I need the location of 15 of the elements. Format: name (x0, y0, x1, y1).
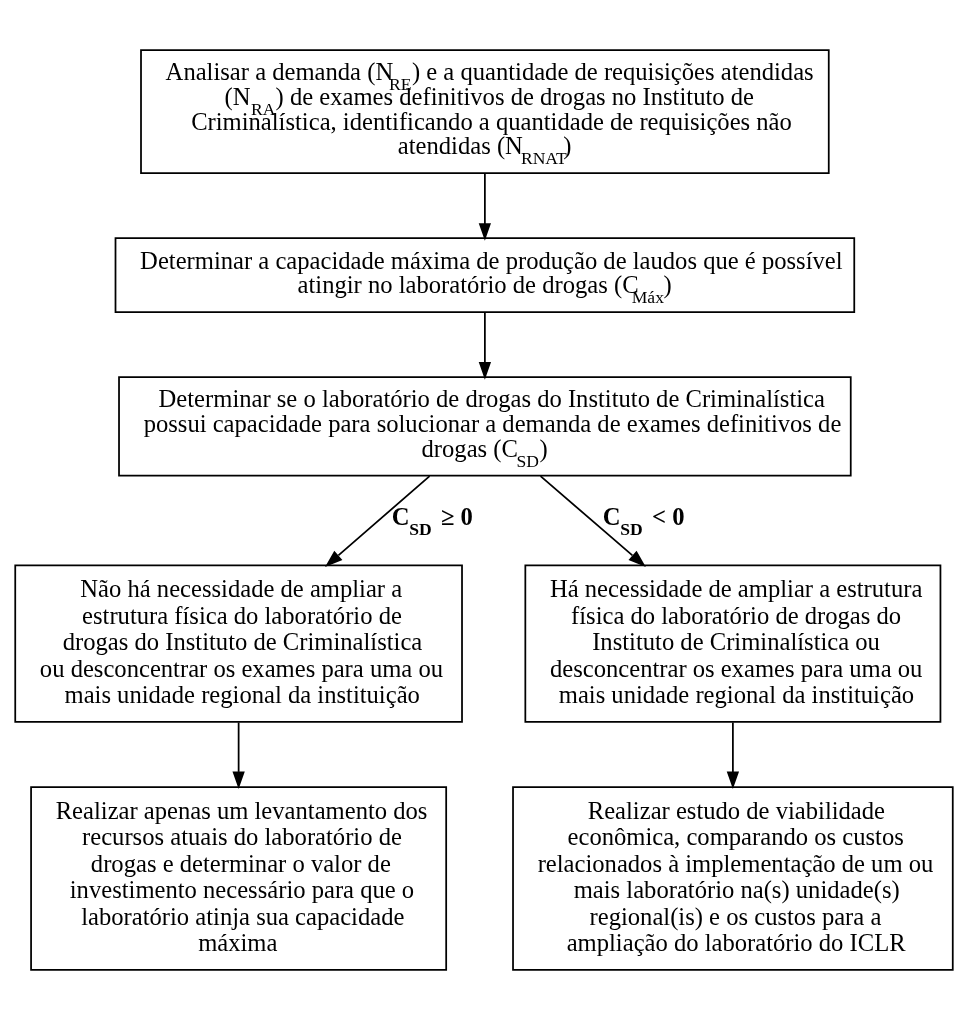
arrow (478, 311, 492, 380)
arrow (232, 721, 245, 790)
arrow (325, 475, 431, 567)
node-box: Realizar estudo de viabilidade econômica, comparando os custos relacionados à implementação de um ou mais laboratório na(s) unidade(s) regional(is) e os custos para a ampliação do laboratório do ICLR (512, 786, 954, 971)
node-box: Determinar a capacidade máxima de produção de laudos que é possível atingir no laboratório de drogas (C$_{Máx}$) (114, 237, 856, 313)
node-box: Analisar a demanda (N$_{RE}$) e a quantidade de requisições atendidas (N$_{RA}$) de exames definitivos de drogas no Instituto de Criminalística, identificando a quantidade de requisições não atendidas (N$_{RNAT}$) (140, 49, 830, 175)
arrow (478, 172, 492, 241)
arrow (726, 721, 740, 790)
edge-label: C$_{SD}$ < 0 (602, 503, 685, 540)
arrow (539, 475, 646, 567)
node-box: Não há necessidade de ampliar a estrutura física do laboratório de drogas do Instituto de Criminalística ou desconcentrar os exames para uma ou mais unidade regional da instituição (14, 564, 463, 723)
edge-label: C$_{SD}$ ≥ 0 (391, 503, 473, 540)
node-box: Realizar apenas um levantamento dos recursos atuais do laboratório de drogas e determinar o valor de investimento necessário para que o laboratório atinja sua capacidade máxima (30, 786, 448, 971)
node-box: Há necessidade de ampliar a estrutura física do laboratório de drogas do Instituto de Criminalística ou desconcentrar os exames para uma ou mais unidade regional da instituição (524, 564, 942, 723)
node-box: Determinar se o laboratório de drogas do Instituto de Criminalística possui capacidade para solucionar a demanda de exames definitivos de drogas (C$_{SD}$) (118, 376, 852, 477)
